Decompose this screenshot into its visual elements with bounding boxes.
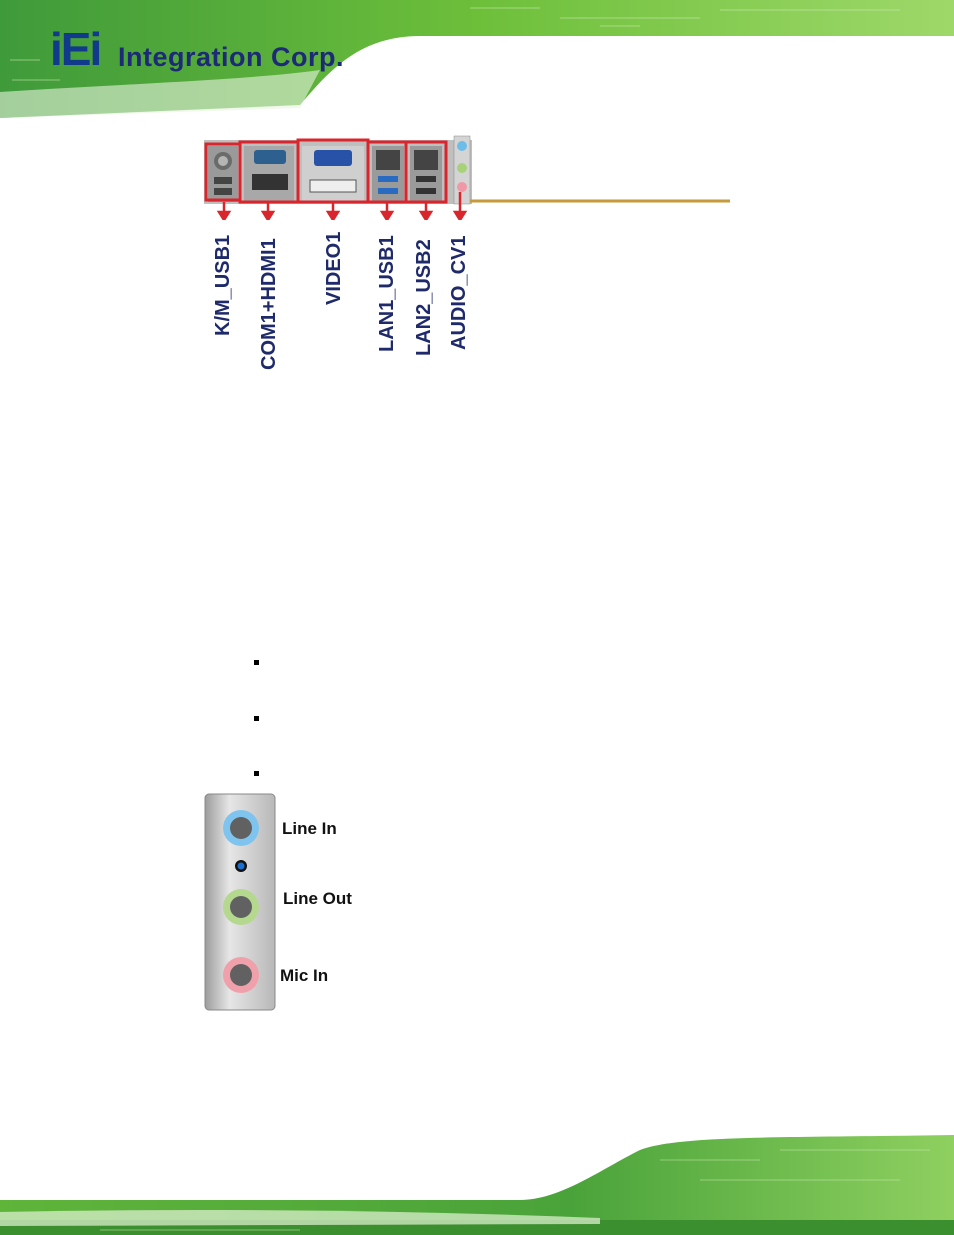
mic-in-label: Mic In xyxy=(280,966,329,985)
logo-text: Integration Corp. xyxy=(118,42,344,72)
line-in-label: Line In xyxy=(282,819,337,838)
port-label-video1: VIDEO1 xyxy=(323,231,345,305)
port-label-lan1-usb1: LAN1_USB1 xyxy=(376,235,398,352)
bullet-marker xyxy=(254,771,259,776)
line-out-label: Line Out xyxy=(283,889,352,908)
port-label-audio-cv1: AUDIO_CV1 xyxy=(448,235,470,350)
io-panel-figure xyxy=(204,135,730,220)
logo-mark: iEi xyxy=(50,23,102,75)
bullet-marker xyxy=(254,716,259,721)
port-label-com1-hdmi1: COM1+HDMI1 xyxy=(258,238,280,370)
bullet-marker xyxy=(254,660,259,665)
footer-banner xyxy=(0,1135,954,1235)
port-label-lan2-usb2: LAN2_USB2 xyxy=(413,239,435,356)
port-label-km-usb1: K/M_USB1 xyxy=(212,234,234,336)
company-logo: iEi Integration Corp. xyxy=(50,26,350,86)
header-banner xyxy=(0,0,954,118)
audio-jack-panel xyxy=(204,793,276,1011)
